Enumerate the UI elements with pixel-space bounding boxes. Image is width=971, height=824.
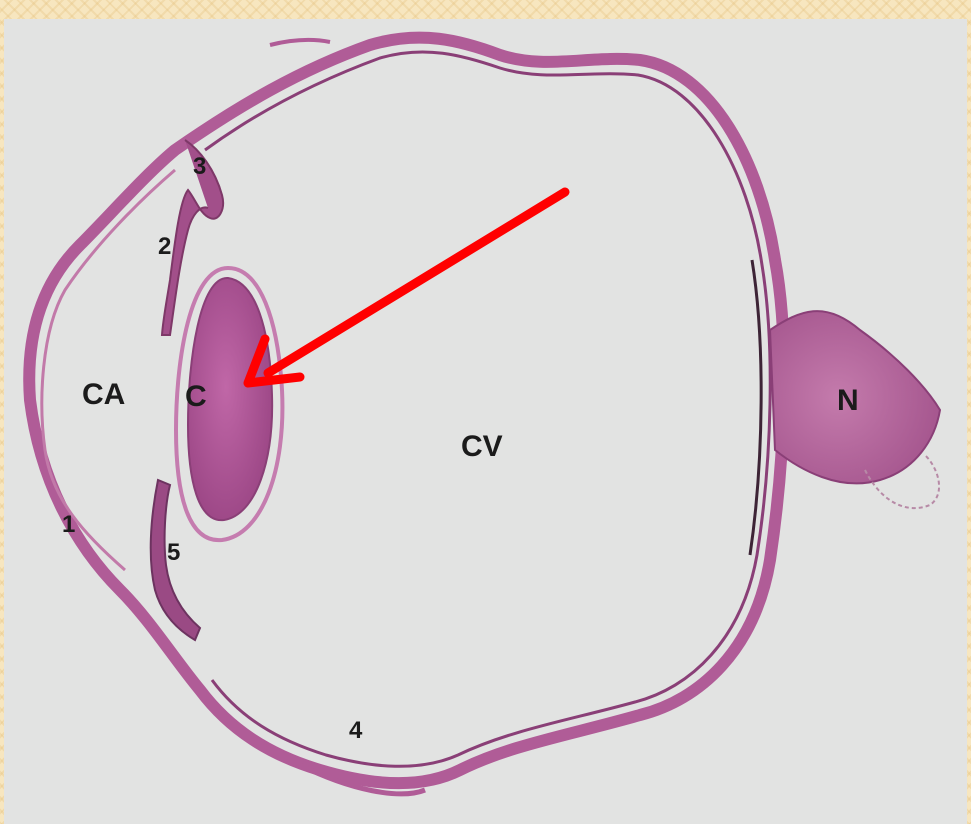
eyeball-outer-wall: [29, 38, 784, 784]
label-lens: C: [185, 382, 207, 412]
label-3: 3: [193, 155, 206, 179]
label-optic-nerve: N: [837, 386, 859, 416]
label-anterior-chamber: CA: [82, 380, 125, 410]
label-4: 4: [349, 719, 362, 743]
label-1: 1: [62, 513, 75, 537]
label-5: 5: [167, 541, 180, 565]
pointer-arrow-shaft: [268, 192, 565, 373]
histology-slide: CA C CV N 1 2 3 4 5: [4, 19, 967, 824]
label-2: 2: [158, 235, 171, 259]
retina-right: [750, 260, 761, 555]
eyeball-inner-line: [205, 52, 770, 766]
upper-connective-tissue: [270, 40, 330, 45]
eye-cross-section-image: [4, 19, 967, 824]
label-vitreous-chamber: CV: [461, 432, 503, 462]
